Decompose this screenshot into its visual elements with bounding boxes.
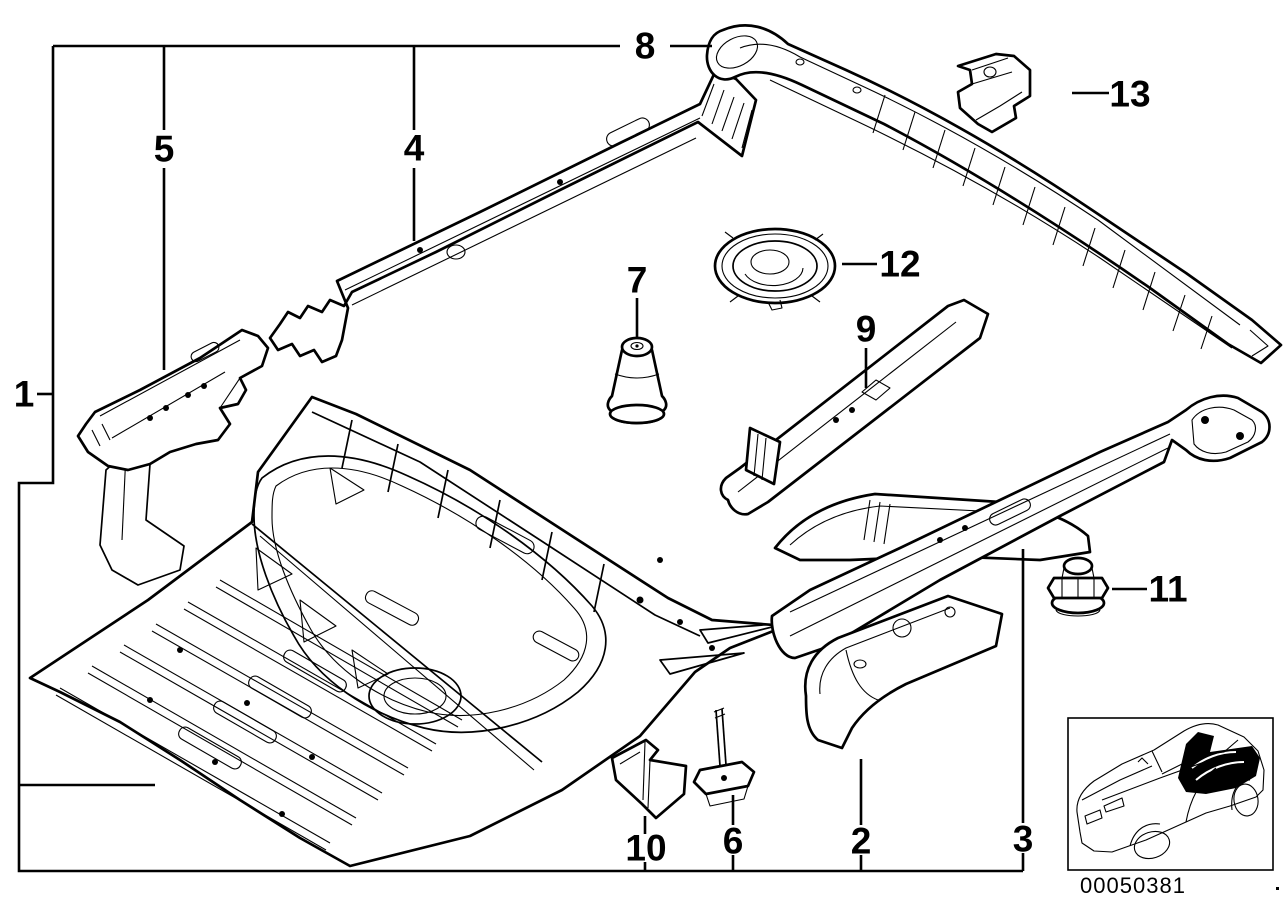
thumbnail-frame (1067, 717, 1274, 871)
image-number: 00050381 (1080, 873, 1186, 898)
car-location-thumbnail: 00050381 (1067, 717, 1279, 898)
part-drawing-13 (956, 52, 1032, 134)
page-dot (1276, 887, 1279, 890)
part-drawing-10 (610, 738, 688, 820)
callout-label-13: 13 (1109, 74, 1150, 115)
part-drawing-7 (606, 336, 668, 425)
part-drawing-12 (713, 227, 837, 311)
callout-labels: 1 5 4 8 13 7 12 9 11 10 6 2 3 (14, 26, 1188, 869)
part-drawing-4 (268, 68, 758, 364)
part-drawing-11 (1046, 556, 1110, 617)
callout-leader-lines (17, 44, 1147, 873)
callout-1-bracket (17, 46, 1023, 873)
callout-label-6: 6 (723, 821, 744, 862)
car-outline-drawing (1076, 723, 1265, 860)
part-drawing-6 (692, 707, 756, 807)
callout-label-7: 7 (627, 260, 648, 301)
callout-label-2: 2 (851, 821, 872, 862)
part-drawing-2 (803, 594, 1004, 750)
callout-label-12: 12 (879, 244, 920, 285)
part-drawing-8 (705, 24, 1283, 365)
part-drawing-3 (770, 394, 1271, 660)
callout-label-3: 3 (1013, 819, 1034, 860)
callout-label-5: 5 (154, 129, 175, 170)
callout-label-9: 9 (856, 309, 877, 350)
callout-label-10: 10 (625, 828, 666, 869)
rear-wheel (1233, 783, 1259, 817)
callout-label-11: 11 (1148, 569, 1187, 610)
part-drawing-5 (76, 328, 270, 472)
callout-label-4: 4 (404, 128, 425, 169)
part-drawing-9 (719, 298, 990, 516)
part-drawing-1-floor-panel (28, 395, 789, 868)
callout-label-8: 8 (635, 26, 656, 67)
front-wheel (1133, 830, 1171, 860)
callout-label-1: 1 (14, 374, 35, 415)
